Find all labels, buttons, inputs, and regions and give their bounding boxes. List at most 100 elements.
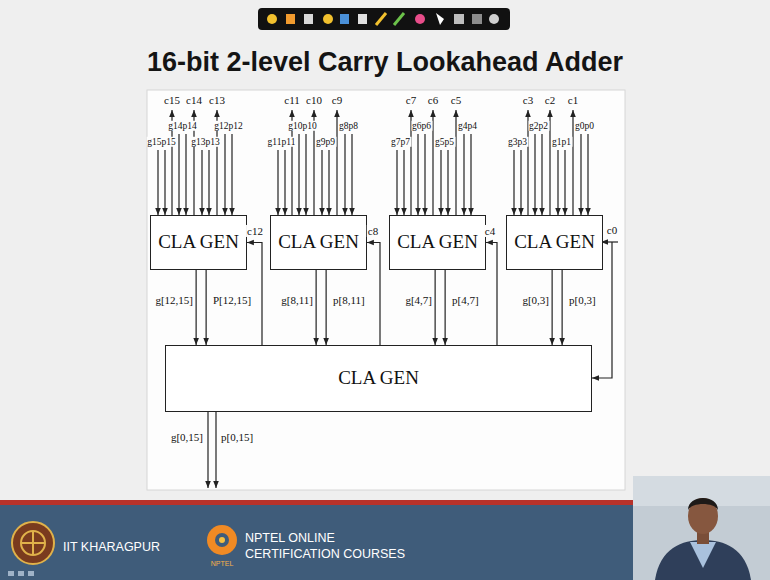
- gp-signal: g11p11: [267, 137, 297, 147]
- carry-signal: c5: [450, 94, 462, 106]
- cla-gen-box: CLA GEN: [165, 345, 592, 412]
- toolbar-icon: [472, 14, 482, 24]
- gp-signal: g13p13: [190, 137, 221, 147]
- group-signal-connector: [316, 270, 317, 345]
- edge-label: g[8,11]: [280, 294, 314, 306]
- cla-gen-box: CLA GEN: [150, 215, 247, 270]
- presenter-shirt: [690, 542, 716, 568]
- edge-label: p[8,11]: [332, 294, 366, 306]
- gp-signal: g10p10: [287, 121, 318, 131]
- group-signal-connector: [435, 270, 436, 345]
- presenter-hair: [688, 498, 718, 510]
- gp-signal: g9p9: [315, 137, 336, 147]
- gp-signal: g12p12: [213, 121, 244, 131]
- toolbar-icon: [267, 14, 277, 24]
- toolbar-icon: [376, 13, 386, 25]
- output-wire: [215, 412, 216, 488]
- toolbar-icon: [415, 14, 425, 24]
- output-wire: [207, 412, 208, 488]
- gp-signal: g8p8: [338, 121, 359, 131]
- carry-connector: [486, 243, 497, 346]
- carry-connector: [367, 243, 380, 346]
- box-label: CLA GEN: [278, 232, 359, 253]
- gp-signal: g3p3: [507, 137, 528, 147]
- toolbar-icon: [340, 14, 349, 24]
- edge-label: P[12,15]: [212, 294, 252, 306]
- toolbar: [258, 8, 510, 30]
- group-signal-connector: [196, 270, 197, 345]
- toolbar-icon: [304, 14, 313, 24]
- group-signal-connector: [552, 270, 553, 345]
- presenter-body: [655, 540, 751, 580]
- slide-title: 16-bit 2-level Carry Lookahead Adder: [0, 46, 770, 78]
- toolbar-icon: [323, 14, 333, 24]
- toolbar-icon: [358, 14, 367, 24]
- box-label: CLA GEN: [514, 232, 595, 253]
- group-signal-connector: [326, 270, 327, 345]
- gp-signal: g14p14: [167, 121, 198, 131]
- carry-in-wire: [601, 241, 618, 242]
- group-signal-connector: [206, 270, 207, 345]
- gp-signal: g5p5: [434, 137, 455, 147]
- cla-gen-box: CLA GEN: [506, 215, 603, 270]
- edge-label: c4: [484, 225, 496, 237]
- carry-signal: c0: [606, 224, 618, 236]
- edge-label: g[4,7]: [404, 294, 433, 306]
- box-label: CLA GEN: [158, 232, 239, 253]
- box-label: CLA GEN: [397, 232, 478, 253]
- carry-signal: c1: [567, 94, 579, 106]
- edge-label: g[0,3]: [521, 294, 550, 306]
- carry-signal: c7: [405, 94, 417, 106]
- gp-signal: g4p4: [457, 121, 478, 131]
- iit-logo: [21, 531, 45, 555]
- carry-signal: c10: [305, 94, 323, 106]
- carry-signal: c9: [331, 94, 343, 106]
- nav-icon: [18, 571, 24, 576]
- nav-icon: [28, 571, 34, 576]
- carry-signal: c3: [522, 94, 534, 106]
- group-signal-connector: [562, 270, 563, 345]
- toolbar-icon: [286, 14, 295, 24]
- nptel-logo: [215, 533, 229, 547]
- edge-label: p[4,7]: [451, 294, 480, 306]
- toolbar-icon: [394, 13, 404, 25]
- diagram-panel: [147, 90, 625, 490]
- cla-gen-box: CLA GEN: [389, 215, 486, 270]
- carry-signal: c14: [185, 94, 203, 106]
- gp-signal: g7p7: [390, 137, 411, 147]
- nptel-logo: [207, 525, 237, 555]
- nptel-logo: [219, 537, 225, 543]
- toolbar-icon: [436, 13, 444, 25]
- group-signal-connector: [445, 270, 446, 345]
- carry-signal: c13: [208, 94, 226, 106]
- presenter-video: [633, 476, 770, 580]
- edge-label: c8: [367, 225, 379, 237]
- iit-logo: [21, 531, 45, 555]
- cla-gen-box: CLA GEN: [270, 215, 367, 270]
- iit-logo: [12, 522, 54, 564]
- carry-signal: c11: [283, 94, 300, 106]
- edge-label: g[12,15]: [154, 294, 194, 306]
- carry-signal: c15: [163, 94, 181, 106]
- gp-signal: g15p15: [146, 137, 177, 147]
- toolbar-icon: [454, 14, 464, 24]
- box-label: CLA GEN: [338, 368, 419, 389]
- institute-name: IIT KHARAGPUR: [62, 541, 161, 555]
- group-signal: p[0,15]: [220, 431, 254, 443]
- toolbar-icon: [489, 14, 499, 24]
- presenter-head: [688, 498, 718, 534]
- carry-signal: c6: [427, 94, 439, 106]
- carry-signal: c2: [544, 94, 556, 106]
- logo-caption: NPTEL: [210, 560, 235, 568]
- gp-signal: g6p6: [411, 121, 432, 131]
- gp-signal: g1p1: [551, 137, 572, 147]
- edge-label: p[0,3]: [568, 294, 597, 306]
- gp-signal: g2p2: [528, 121, 549, 131]
- gp-signal: g0p0: [574, 121, 595, 131]
- course-name: NPTEL ONLINE CERTIFICATION COURSES: [244, 530, 426, 563]
- nav-icon: [8, 571, 14, 576]
- group-signal: g[0,15]: [170, 431, 204, 443]
- edge-label: c12: [246, 225, 264, 237]
